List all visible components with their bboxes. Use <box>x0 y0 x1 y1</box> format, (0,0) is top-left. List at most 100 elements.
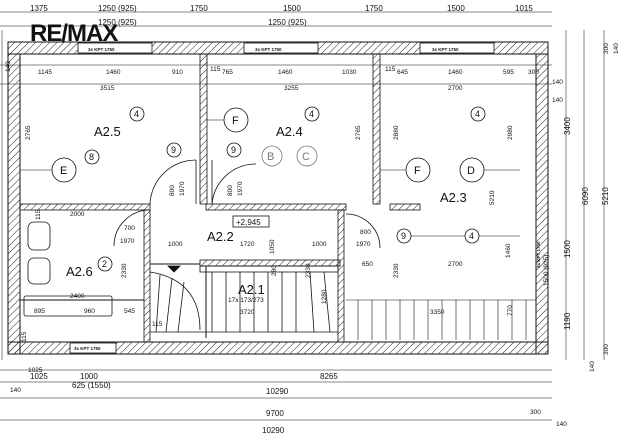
dim: 9700 <box>266 409 284 418</box>
level-marker: +2,945 <box>232 215 270 228</box>
tag-label: 4 <box>134 109 139 119</box>
dim: 1375 <box>30 4 48 13</box>
dim: 280 <box>271 265 278 276</box>
dim: 3515 <box>100 85 115 92</box>
dim: 1460 <box>106 69 121 76</box>
level-value: +2,945 <box>236 218 261 227</box>
dimension-lines <box>0 11 605 421</box>
grid-marker-circle <box>129 106 145 122</box>
dim: 300 <box>603 344 610 355</box>
dim: 140 <box>589 361 596 372</box>
window-label: 3x KPT 1750 <box>74 346 101 351</box>
tag-label: F <box>232 115 239 127</box>
dim: 1030 <box>342 69 357 76</box>
grid-markers <box>51 106 486 272</box>
inner-dimensions: 2765 2765 2880 2980 5210 2000 1000 1720 … <box>21 125 550 342</box>
dim: 2700 <box>448 85 463 92</box>
dim: 650 <box>362 261 373 268</box>
dim: 140 <box>10 387 21 394</box>
dim: 3255 <box>284 85 299 92</box>
grid-marker-labels: 4 4 4 4 9 9 9 F E F D B C <box>60 109 480 241</box>
dim: 3350 <box>430 309 445 316</box>
dim: 2980 <box>507 125 514 140</box>
grid-marker-circle <box>296 145 318 167</box>
tag-label: 9 <box>231 145 236 155</box>
tag-label: 4 <box>475 109 480 119</box>
dim: 645 <box>397 69 408 76</box>
dim: 5210 <box>489 190 496 205</box>
dim: 1720 <box>240 241 255 248</box>
dim: 1000 <box>312 241 327 248</box>
window-label: 3x KPT 1750 <box>432 47 459 52</box>
tag-label: B <box>267 151 274 163</box>
thin-walls <box>20 263 207 338</box>
grid-marker-circle <box>84 149 100 165</box>
room-circle-label: 8 <box>89 152 94 162</box>
grid-marker-circle <box>166 142 182 158</box>
dim: 115 <box>21 331 28 342</box>
dim: 10290 <box>262 426 285 434</box>
dim: 6090 <box>581 187 590 205</box>
tag-label: C <box>302 151 310 163</box>
dim: 770 <box>507 305 514 316</box>
dim: 1970 <box>356 241 371 248</box>
dim: 2400 <box>70 293 85 300</box>
stair <box>149 265 339 333</box>
bathroom-fixtures <box>23 221 113 317</box>
room-name: A2.3 <box>440 190 467 205</box>
dim: 800 <box>360 229 371 236</box>
bottom-dimensions: 1025 1000 8265 625 (1550) 10290 9700 300… <box>30 372 567 434</box>
tag-label: D <box>467 165 475 177</box>
dim: 800 <box>227 185 234 196</box>
grid-marker-circle <box>304 106 320 122</box>
tag-label: E <box>60 165 67 177</box>
dim: 140 <box>552 97 563 104</box>
grid-marker-circle <box>261 145 283 167</box>
dim: 1500 <box>283 4 301 13</box>
dim: 115 <box>210 66 221 73</box>
railing <box>346 299 536 340</box>
left-dimensions: 140 1025 140 <box>5 61 43 394</box>
tag-label: 9 <box>401 231 406 241</box>
dim: 1500 <box>563 240 572 258</box>
window-label: 3x KPT 1750 <box>255 47 282 52</box>
dim: 3400 <box>563 117 572 135</box>
dim: 2330 <box>393 263 400 278</box>
tag-label: 9 <box>171 145 176 155</box>
dim: 1190 <box>563 312 572 330</box>
dim: 545 <box>124 308 135 315</box>
grid-marker-circle <box>97 256 113 272</box>
dim: 595 <box>503 69 514 76</box>
dim: 1280 <box>321 289 328 304</box>
dim: 1750 <box>365 4 383 13</box>
dim: 625 (1550) <box>72 381 111 390</box>
dim: 115 <box>152 321 163 328</box>
dim: 2330 <box>305 263 312 278</box>
dim: 2765 <box>355 125 362 140</box>
top-windows <box>69 42 495 354</box>
outer-walls <box>7 41 549 355</box>
dim: 115 <box>385 66 396 73</box>
room-name: A2.2 <box>207 229 234 244</box>
dim: 10290 <box>266 387 289 396</box>
dim: 700 <box>124 225 135 232</box>
dim: 1460 <box>505 243 512 258</box>
dim: 8265 <box>320 372 338 381</box>
tag-label: 4 <box>309 109 314 119</box>
stair-spec: 17x 173/273 <box>228 297 264 304</box>
window-labels: 3x KPT 1750 3x KPT 1750 3x KPT 1750 3x K… <box>74 47 541 351</box>
dim: 765 <box>222 69 233 76</box>
dim: 1145 <box>38 69 52 76</box>
door-swings <box>113 159 381 249</box>
dim: 1750 <box>190 4 208 13</box>
room-name: A2.1 <box>238 282 265 297</box>
grid-marker-circle <box>470 106 486 122</box>
dim: 140 <box>5 61 12 72</box>
door-dimensions: 800 1970 800 1970 700 1970 800 1970 <box>120 181 371 248</box>
dim: 115 <box>35 209 42 220</box>
dim: 1970 <box>237 181 244 196</box>
dim: 300 <box>530 409 541 416</box>
top-dimensions: 1375 1250 (925) 1750 1500 1750 1500 1015… <box>30 4 563 92</box>
window-label: 3x KPT 1750 <box>536 241 541 268</box>
dim: 1025 <box>30 372 48 381</box>
